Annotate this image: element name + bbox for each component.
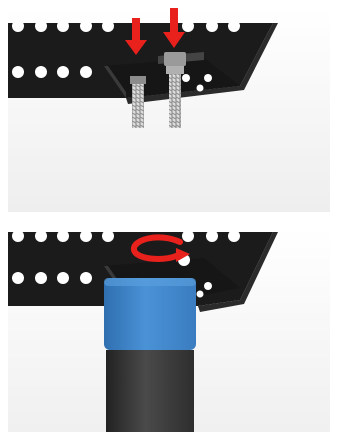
square-leg	[106, 350, 194, 432]
threaded-bolt	[130, 76, 146, 128]
step-2-panel	[8, 226, 330, 432]
leg-cap	[104, 278, 196, 350]
step-1-panel	[8, 8, 330, 212]
